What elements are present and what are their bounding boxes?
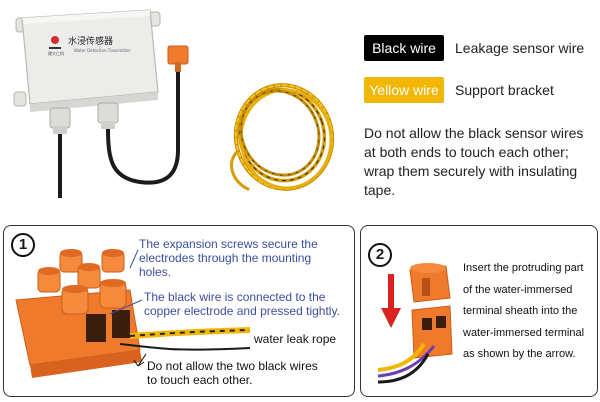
step-2-panel bbox=[360, 225, 598, 397]
note-line: to touch each other. bbox=[147, 373, 253, 387]
note-line: Insert the protruding part bbox=[463, 262, 584, 274]
note-line: The expansion screws secure the bbox=[139, 237, 318, 251]
black-wire-swatch: Black wire bbox=[364, 35, 444, 61]
note-line: electrodes through the mounting bbox=[139, 251, 312, 265]
wire-warning-text: Do not allow the black sensor wires at b… bbox=[364, 124, 600, 200]
device-brand-text: 建大仁科 bbox=[48, 50, 64, 56]
note-line: holes. bbox=[139, 265, 172, 279]
device-label-cn: 水浸传感器 bbox=[68, 35, 113, 47]
note-line: Do not allow the two black wires bbox=[147, 359, 318, 373]
warning-line: at both ends to touch each other; bbox=[364, 144, 569, 160]
no-touch-warning: Do not allow the two black wires to touc… bbox=[147, 359, 318, 387]
step-number-badge: 2 bbox=[368, 243, 392, 267]
black-wire-description: Leakage sensor wire bbox=[455, 40, 585, 56]
yellow-rope-coil-image bbox=[230, 83, 335, 191]
device-label-en: Water Detection Transmitter bbox=[74, 48, 131, 53]
step-number-badge: 1 bbox=[11, 233, 35, 257]
yellow-wire-description: Support bracket bbox=[455, 82, 554, 98]
water-leak-rope-label: water leak rope bbox=[254, 332, 337, 346]
note-line: as shown by the arrow. bbox=[463, 348, 576, 360]
note-line: copper electrode and pressed tightly. bbox=[144, 304, 340, 318]
insert-sheath-instructions: Insert the protruding part of the water-… bbox=[463, 258, 593, 366]
warning-line: wrap them securely with insulating bbox=[364, 163, 578, 179]
note-line: The black wire is connected to the bbox=[144, 290, 326, 304]
note-line: water-immersed terminal bbox=[463, 326, 585, 339]
arrow-down-icon bbox=[388, 274, 394, 308]
yellow-wire-swatch: Yellow wire bbox=[364, 77, 444, 103]
warning-line: tape. bbox=[364, 182, 396, 198]
water-sensor-device-image: 水浸传感器 Water Detection Transmitter 建大仁科 bbox=[13, 9, 189, 198]
copper-electrode-note: The black wire is connected to the coppe… bbox=[144, 290, 340, 318]
note-line: terminal sheath into the bbox=[463, 305, 578, 317]
expansion-screws-note: The expansion screws secure the electrod… bbox=[139, 237, 318, 279]
warning-line: Do not allow the black sensor wires bbox=[364, 125, 584, 141]
note-line: of the water-immersed bbox=[463, 283, 573, 296]
terminal-block-image bbox=[15, 249, 251, 378]
terminal-sheath-image bbox=[378, 263, 453, 384]
